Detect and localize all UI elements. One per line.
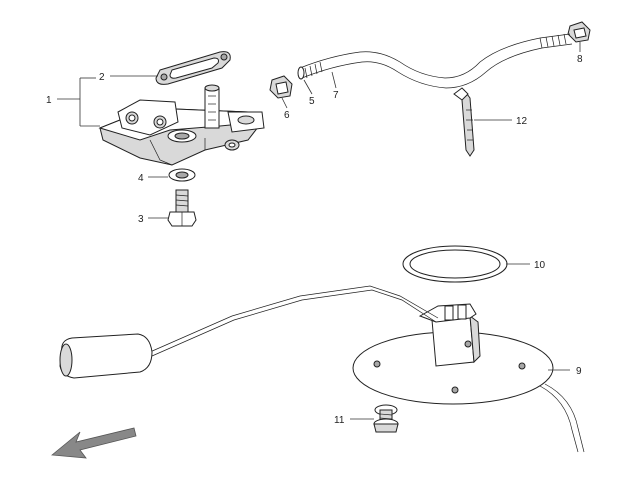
callout-4: 4 xyxy=(138,173,144,184)
bolt xyxy=(167,189,197,227)
hose-clamp-12 xyxy=(453,87,475,157)
fuel-strainer xyxy=(204,84,220,129)
hose-clip-6 xyxy=(269,75,293,99)
callout-leaders xyxy=(57,42,581,420)
callout-3: 3 xyxy=(138,214,144,225)
fuel-gauge-unit xyxy=(149,285,585,453)
callout-6: 6 xyxy=(284,110,290,121)
callout-11: 11 xyxy=(334,415,345,426)
callout-7: 7 xyxy=(333,90,339,101)
screw xyxy=(373,404,399,433)
o-ring xyxy=(402,245,508,283)
fuel-hose xyxy=(297,33,573,89)
callout-8: 8 xyxy=(577,54,583,65)
callout-labels: 1 2 3 4 5 6 7 8 9 10 11 12 xyxy=(46,54,583,426)
fuel-float xyxy=(59,333,153,379)
gasket xyxy=(155,51,231,85)
callout-1: 1 xyxy=(46,95,52,106)
washer xyxy=(168,168,196,182)
callout-5: 5 xyxy=(309,96,315,107)
callout-2: 2 xyxy=(99,72,105,83)
callout-10: 10 xyxy=(534,260,546,271)
callout-9: 9 xyxy=(576,366,582,377)
front-direction-arrow xyxy=(50,427,137,459)
hose-clip-8 xyxy=(567,21,591,43)
callout-12: 12 xyxy=(516,116,528,127)
fuel-cock-assembly xyxy=(98,99,265,166)
